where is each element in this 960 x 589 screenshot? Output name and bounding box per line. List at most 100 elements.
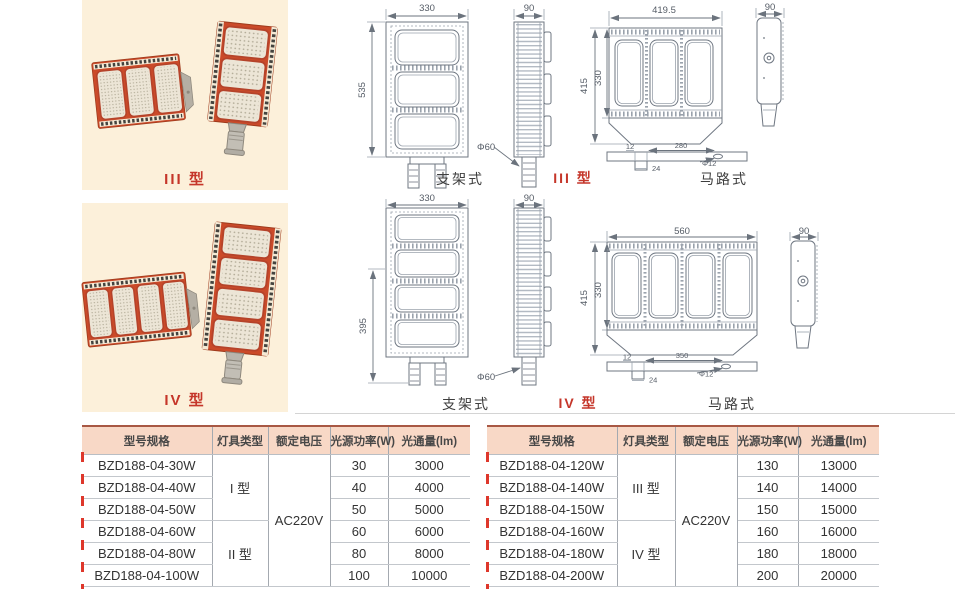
col-header-type: 灯具类型: [617, 427, 676, 455]
cell-power: 150: [737, 498, 799, 521]
red-tick: [486, 584, 489, 589]
drawing-road-side-iii: 90: [755, 2, 785, 127]
table-header-row: 型号规格 灯具类型 额定电压 光源功率(W) 光通量(lm): [82, 427, 470, 455]
cell-model: BZD188-04-50W: [82, 498, 213, 521]
dim-width: 560: [674, 226, 690, 237]
cell-voltage: AC220V: [675, 454, 738, 587]
cell-model: BZD188-04-150W: [487, 498, 618, 521]
cell-power: 140: [737, 476, 799, 499]
red-tick: [81, 474, 84, 484]
red-tick: [486, 474, 489, 484]
dim-side-width: 90: [765, 2, 776, 13]
red-tick: [81, 452, 84, 462]
dim-height-outer: 415: [579, 290, 590, 306]
dim-height-outer: 415: [579, 78, 590, 94]
dim-width: 419.5: [652, 5, 676, 16]
cell-model: BZD188-04-60W: [82, 520, 213, 543]
photo-panel-iv: IV 型: [81, 203, 288, 412]
cell-flux: 18000: [798, 542, 879, 565]
drawing-support-front-iii: 330 535: [357, 3, 469, 189]
cell-power: 40: [330, 476, 389, 499]
col-header-model: 型号规格: [82, 427, 213, 455]
cell-model: BZD188-04-180W: [487, 542, 618, 565]
cell-flux: 15000: [798, 498, 879, 521]
table-row: BZD188-04-40W 40 4000: [82, 476, 470, 499]
caption-road-iv: 马路式: [708, 396, 756, 412]
dim-width: 330: [419, 3, 435, 14]
dim-bracket-span: 350: [676, 351, 689, 360]
table-row: BZD188-04-180W 180 18000: [487, 542, 879, 565]
table-header-row: 型号规格 灯具类型 额定电压 光源功率(W) 光通量(lm): [487, 427, 879, 455]
cell-flux: 10000: [388, 564, 470, 587]
dim-bracket-depth: 24: [652, 164, 660, 173]
cell-power: 160: [737, 520, 799, 543]
red-tick: [81, 562, 84, 572]
spec-table-right-wrap: 型号规格 灯具类型 额定电压 光源功率(W) 光通量(lm) BZD188-04…: [486, 425, 879, 589]
cell-flux: 20000: [798, 564, 879, 587]
cell-model: BZD188-04-160W: [487, 520, 618, 543]
red-tick: [486, 452, 489, 462]
dim-side-width: 90: [524, 3, 535, 14]
spec-table-left-wrap: 型号规格 灯具类型 额定电压 光源功率(W) 光通量(lm) BZD188-04…: [81, 425, 470, 589]
cell-flux: 3000: [388, 454, 470, 477]
cell-flux: 8000: [388, 542, 470, 565]
dim-bracket-span: 280: [675, 141, 688, 150]
cell-power: 130: [737, 454, 799, 477]
dim-side-width: 90: [799, 226, 810, 237]
col-header-flux: 光通量(lm): [388, 427, 470, 455]
table-row: BZD188-04-200W 200 20000: [487, 564, 879, 587]
drawing-road-front-iv: 560 415 330 12 350 Φ12 24: [579, 226, 758, 385]
dim-bracket-offset: 12: [626, 142, 634, 151]
cell-model: BZD188-04-30W: [82, 454, 213, 477]
caption-support-iv: 支架式: [442, 396, 490, 412]
type-label-iv-drawing: IV 型: [558, 395, 598, 411]
cell-type-group: III 型: [617, 454, 676, 521]
dim-height: 535: [357, 82, 368, 98]
cell-power: 200: [737, 564, 799, 587]
cell-power: 100: [330, 564, 389, 587]
red-tick: [81, 496, 84, 506]
cell-type-group: IV 型: [617, 520, 676, 587]
table-row: BZD188-04-140W 140 14000: [487, 476, 879, 499]
red-tick: [486, 518, 489, 528]
dim-side-width: 90: [524, 193, 535, 204]
cell-power: 30: [330, 454, 389, 477]
cell-voltage: AC220V: [268, 454, 331, 587]
red-tick: [81, 584, 84, 589]
photo-label-iii: III 型: [164, 171, 206, 188]
cell-type-group: I 型: [212, 454, 269, 521]
cell-flux: 13000: [798, 454, 879, 477]
red-tick: [81, 540, 84, 550]
cell-flux: 4000: [388, 476, 470, 499]
table-row: BZD188-04-30W I 型 AC220V 30 3000: [82, 454, 470, 587]
streetlamp-photo-3-module: [207, 20, 278, 156]
floodlight-photo-4-module: [81, 271, 200, 348]
drawing-road-front-iii: 419.5 415 330 12 280 Φ12 24: [579, 5, 748, 173]
cell-model: BZD188-04-140W: [487, 476, 618, 499]
cell-model: BZD188-04-100W: [82, 564, 213, 587]
table-row: BZD188-04-160W IV 型 160 16000: [487, 520, 879, 587]
col-header-voltage: 额定电压: [675, 427, 738, 455]
cell-flux: 16000: [798, 520, 879, 543]
dim-pole-diameter: Φ60: [477, 372, 495, 383]
col-header-type: 灯具类型: [212, 427, 269, 455]
table-row: BZD188-04-60W II 型 60 6000: [82, 520, 470, 587]
caption-road-iii: 马路式: [700, 171, 748, 187]
dim-height-inner: 330: [593, 70, 604, 86]
cell-flux: 6000: [388, 520, 470, 543]
table-row: BZD188-04-50W 50 5000: [82, 498, 470, 521]
col-header-power: 光源功率(W): [737, 427, 802, 455]
red-tick: [486, 496, 489, 506]
dim-bracket-hole: Φ12: [699, 370, 713, 379]
red-tick: [81, 518, 84, 528]
cell-model: BZD188-04-120W: [487, 454, 618, 477]
col-header-power: 光源功率(W): [330, 427, 395, 455]
col-header-model: 型号规格: [487, 427, 618, 455]
red-tick: [486, 562, 489, 572]
drawing-support-side-iii: 90 Φ60: [477, 3, 552, 188]
cell-model: BZD188-04-200W: [487, 564, 618, 587]
col-header-flux: 光通量(lm): [798, 427, 879, 455]
dim-bracket-depth: 24: [649, 376, 657, 385]
cell-power: 80: [330, 542, 389, 565]
dim-width: 330: [419, 193, 435, 204]
